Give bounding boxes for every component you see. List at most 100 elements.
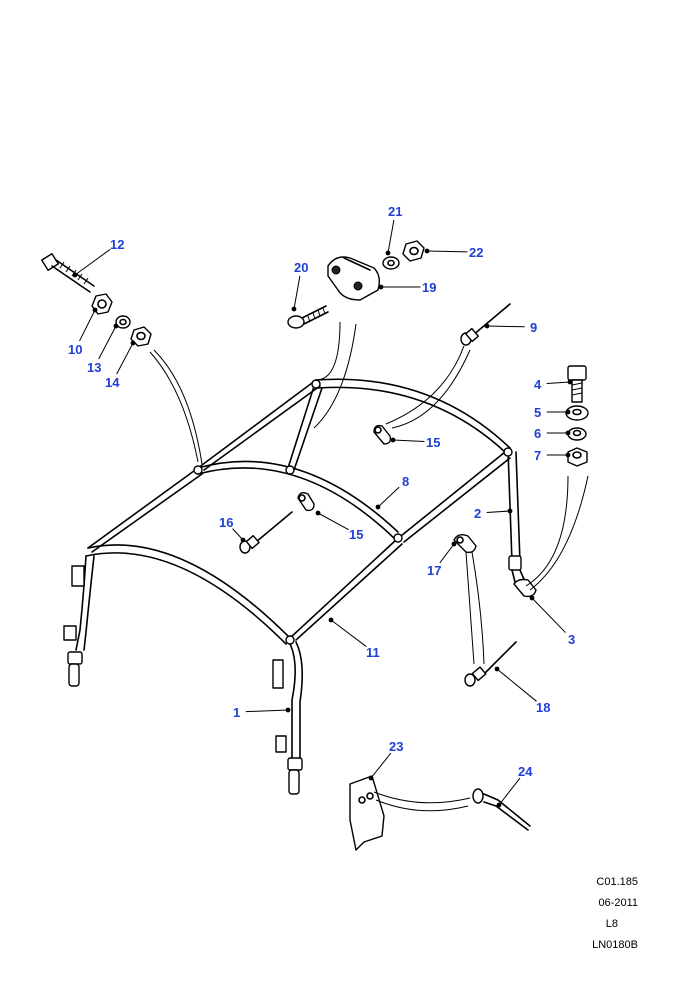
nut-icon	[402, 240, 425, 262]
drawing-model: L8	[605, 918, 618, 930]
callout-15: 15	[390, 435, 440, 450]
leader-line	[116, 342, 134, 375]
leader-line	[426, 250, 468, 253]
leader-line	[370, 752, 392, 779]
hood-frame	[63, 378, 527, 795]
leader-dot	[496, 802, 502, 808]
callout-number: 17	[427, 563, 441, 578]
leader-line	[293, 275, 301, 310]
rivet-icon	[239, 511, 293, 554]
bracket-plate-icon	[349, 775, 385, 851]
drawing-code: C01.185	[596, 876, 638, 888]
callout-number: 11	[366, 645, 380, 660]
leader-line	[317, 512, 349, 531]
leader-dot	[507, 508, 513, 514]
callout-9: 9	[484, 320, 537, 335]
leader-dot	[565, 409, 571, 415]
leader-dot	[567, 379, 573, 385]
callout-21: 21	[385, 204, 402, 256]
clamp-bracket-icon	[327, 256, 381, 301]
callout-number: 15	[349, 527, 363, 542]
nut-icon	[567, 447, 588, 467]
leader-line	[498, 777, 521, 806]
leader-dot	[240, 537, 246, 543]
leader-line	[439, 543, 455, 564]
drawing-footer: C01.185 06-2011 L8 LN0180B	[518, 872, 638, 956]
callout-5: 5	[534, 405, 571, 420]
callout-24: 24	[496, 764, 533, 808]
callout-11: 11	[328, 617, 380, 660]
leader-line	[486, 325, 525, 328]
callout-8: 8	[375, 474, 409, 510]
leader-line	[387, 219, 395, 254]
leader-dot	[328, 617, 334, 623]
callout-number: 18	[536, 700, 550, 715]
callout-number: 21	[388, 204, 402, 219]
leader-dot	[390, 437, 396, 443]
clip-icon	[453, 533, 477, 554]
leader-line	[377, 486, 400, 508]
callout-number: 8	[402, 474, 409, 489]
callout-23: 23	[368, 739, 403, 781]
rivet-icon	[472, 788, 531, 831]
leader-line	[392, 439, 425, 443]
callout-number: 3	[568, 632, 575, 647]
callout-number: 14	[105, 375, 120, 390]
shackle-icon	[373, 424, 392, 445]
leader-line	[98, 325, 117, 360]
drawing-date: 06-2011	[598, 897, 638, 909]
callout-number: 5	[534, 405, 541, 420]
callout-2: 2	[474, 506, 513, 521]
leader-dot	[375, 504, 381, 510]
leader-dot	[368, 775, 374, 781]
leader-dot	[130, 340, 136, 346]
bolt-icon	[41, 253, 95, 293]
callout-number: 12	[110, 237, 124, 252]
callout-labels: 1234567891011121314151516171819202122232…	[68, 204, 575, 808]
rivet-icon	[464, 641, 517, 687]
leader-dot	[291, 306, 297, 312]
callout-12: 12	[72, 237, 124, 278]
callout-4: 4	[534, 377, 573, 392]
callout-20: 20	[291, 260, 308, 312]
leader-line	[546, 381, 571, 384]
washer-icon	[115, 315, 131, 329]
callout-6: 6	[534, 426, 571, 441]
leader-line	[79, 309, 96, 342]
callout-22: 22	[424, 245, 483, 260]
leader-dot	[315, 510, 321, 516]
callout-15: 15	[315, 510, 363, 542]
screw-icon	[287, 305, 329, 329]
callout-number: 6	[534, 426, 541, 441]
callout-13: 13	[87, 323, 119, 375]
callout-14: 14	[105, 340, 136, 390]
callout-19: 19	[378, 280, 436, 295]
callout-number: 19	[422, 280, 436, 295]
callout-number: 4	[534, 377, 542, 392]
callout-3: 3	[529, 595, 575, 647]
callout-number: 1	[233, 705, 240, 720]
callout-number: 15	[426, 435, 440, 450]
bolt-icon	[567, 365, 587, 403]
callout-10: 10	[68, 307, 98, 357]
leader-line	[531, 597, 566, 633]
callout-7: 7	[534, 448, 571, 463]
callout-1: 1	[233, 705, 291, 720]
leader-dot	[565, 430, 571, 436]
leader-dot	[72, 272, 78, 278]
assembly-lines	[149, 321, 589, 812]
callout-16: 16	[219, 515, 246, 543]
leader-dot	[385, 250, 391, 256]
leader-dot	[424, 248, 430, 254]
leader-dot	[285, 707, 291, 713]
callout-number: 24	[518, 764, 533, 779]
leader-dot	[378, 284, 384, 290]
nyloc-nut-icon	[130, 326, 152, 347]
rivet-icon	[460, 303, 511, 346]
callout-18: 18	[494, 666, 550, 715]
washer-icon	[382, 256, 400, 270]
callout-number: 10	[68, 342, 82, 357]
callout-number: 22	[469, 245, 483, 260]
shackle-icon	[297, 491, 315, 512]
